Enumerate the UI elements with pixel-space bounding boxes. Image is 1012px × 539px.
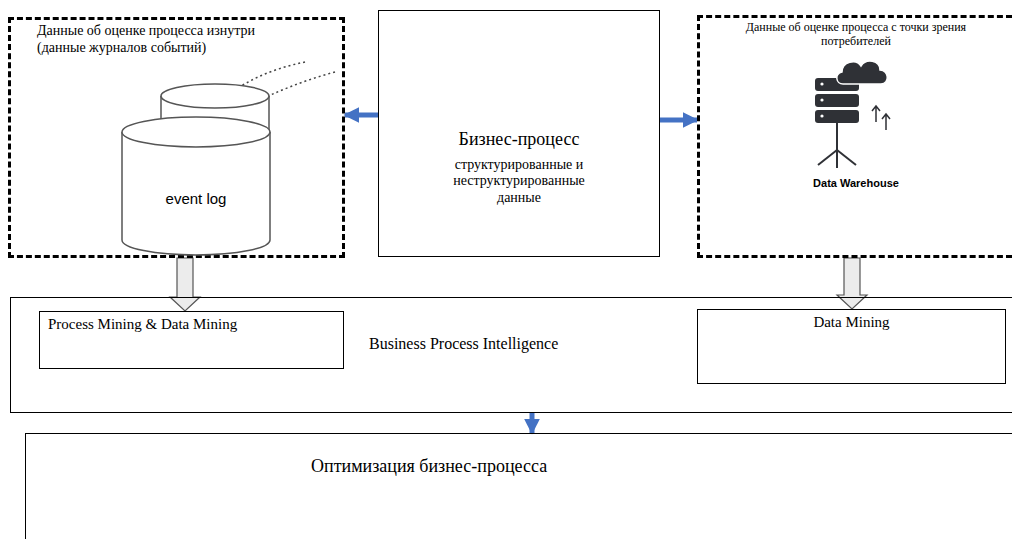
- flow-arrow: [660, 118, 697, 123]
- dashed-source-box: Данные об оценке процесса изнутри (данны…: [8, 17, 345, 258]
- node-body: структурированные и неструктурированные …: [432, 157, 607, 207]
- dashed-source-box: Данные об оценке процесса с точки зрения…: [697, 15, 1012, 258]
- data-warehouse-icon: [815, 61, 890, 168]
- node-body: Data Warehouse: [708, 177, 1004, 190]
- node-heading: Data Mining: [706, 313, 997, 331]
- node-heading: Данные об оценке процесса изнутри (данны…: [37, 23, 307, 57]
- flow-arrow: [345, 113, 378, 118]
- method-box: Process Mining & Data Mining: [39, 311, 344, 369]
- flow-arrow: [530, 413, 535, 433]
- cloud-symbol: [837, 61, 887, 84]
- cylinder-outline: [121, 82, 271, 257]
- stand-line: [837, 150, 856, 165]
- block-arrow: [837, 258, 867, 309]
- node-heading: Process Mining & Data Mining: [48, 315, 335, 333]
- stand-line: [836, 123, 838, 150]
- node-heading: Оптимизация бизнес-процесса: [311, 456, 1012, 478]
- stand-line: [818, 150, 837, 165]
- node-heading: Business Process Intelligence: [369, 334, 1012, 353]
- server-disk: [815, 94, 859, 107]
- server-light: [820, 98, 823, 101]
- node-heading: Бизнес-процесс: [387, 129, 651, 151]
- up-arrow: [882, 114, 890, 130]
- node-heading: Данные об оценке процесса с точки зрения…: [741, 20, 971, 49]
- method-box: Data Mining: [697, 309, 1006, 384]
- server-light: [820, 82, 823, 85]
- intelligence-band: Business Process Intelligence Process Min…: [10, 297, 1012, 413]
- cylinder-body: [122, 132, 270, 255]
- up-arrow: [872, 106, 880, 122]
- result-box: Оптимизация бизнес-процесса: [25, 433, 1012, 539]
- cylinder-top: [122, 117, 270, 147]
- server-disk: [815, 110, 859, 123]
- process-box: Бизнес-процесс структурированные и нестру…: [378, 10, 660, 257]
- server-light: [820, 114, 823, 117]
- database-cylinder: event log: [121, 82, 271, 257]
- block-arrow: [170, 258, 200, 311]
- cylinder-top: [161, 84, 269, 108]
- stand-line: [836, 150, 838, 168]
- node-heading: event log: [121, 190, 271, 208]
